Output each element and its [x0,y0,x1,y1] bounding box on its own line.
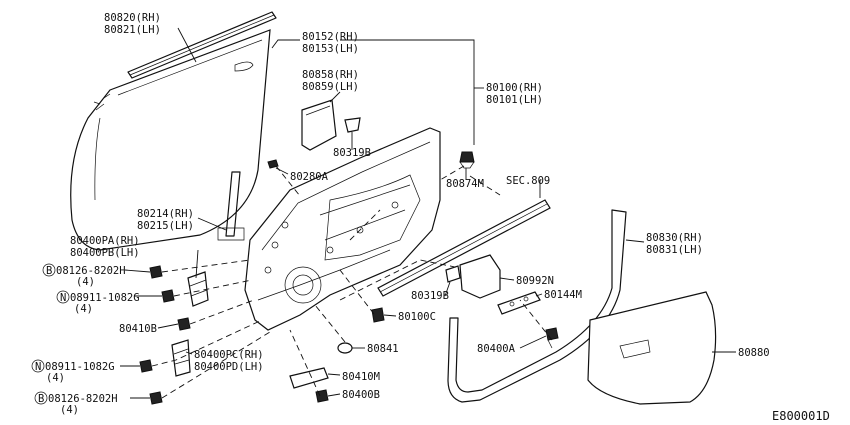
assembly-dashes [151,165,553,399]
label-80992n: 80992N [516,275,554,287]
label-80880: 80880 [738,347,770,359]
symbol-markers [31,263,70,405]
hinge-upper [187,271,209,307]
symbol-n-lower: N [35,361,41,373]
symbol-b-lower: B [38,393,44,405]
label-nut-08911-upper-qty: (4) [74,303,93,315]
mirror-bracket [301,99,337,151]
diagram-code: E800001D [772,409,830,423]
hardware-left [139,265,191,405]
label-80319b-top: 80319B [333,147,371,159]
label-sec809: SEC.809 [506,175,550,187]
label-80410m: 80410M [342,371,380,383]
label-80400pa: 80400PA(RH) [70,235,140,247]
door-trim-panel [587,291,717,405]
label-80858: 80858(RH) [302,69,359,81]
label-80821: 80821(LH) [104,24,161,36]
label-bolt-08126-upper: 08126-8202H [56,265,126,277]
window-guide [217,171,245,241]
belt-weatherstrip [377,199,551,297]
label-80152: 80152(RH) [302,31,359,43]
label-80859: 80859(LH) [302,81,359,93]
symbol-b-upper: B [46,265,52,277]
label-80214: 80214(RH) [137,208,194,220]
label-80820: 80820(RH) [104,12,161,24]
label-80400pb: 80400PB(LH) [70,247,140,259]
screw-80280a [267,159,279,169]
label-80153: 80153(LH) [302,43,359,55]
plug-80841 [337,342,353,354]
label-80400pd: 80400PD(LH) [194,361,264,373]
labels: 80820(RH) 80821(LH) 80152(RH) 80153(LH) … [35,12,830,423]
label-80101: 80101(LH) [486,94,543,106]
label-80319b-mid: 80319B [411,290,449,302]
bracket-80144m [497,291,541,315]
label-80400b: 80400B [342,389,380,401]
label-80410b: 80410B [119,323,157,335]
label-bolt-08126-lower-qty: (4) [60,404,79,416]
label-80100c: 80100C [398,311,436,323]
clip-80319b-top [344,117,361,133]
label-80144m: 80144M [544,289,582,301]
label-80100: 80100(RH) [486,82,543,94]
label-bolt-08126-lower: 08126-8202H [48,393,118,405]
label-nut-08911-lower-qty: (4) [46,372,65,384]
symbol-n-upper: N [60,292,66,304]
check-link [289,367,329,403]
label-nut-08911-lower: 08911-1082G [45,361,115,373]
label-80400a: 80400A [477,343,516,355]
door-inner-frame [244,127,441,331]
bracket-80992n [445,254,501,299]
label-80400pc: 80400PC(RH) [194,349,264,361]
label-80841: 80841 [367,343,399,355]
outer-weatherstrip [127,11,277,79]
nut-80100c [371,307,385,323]
bolt-80400a [545,327,559,349]
outer-door-panel [70,29,271,251]
grommet-80874m [459,151,475,169]
leader-lines [120,27,736,399]
label-bolt-08126-upper-qty: (4) [76,276,95,288]
label-80215: 80215(LH) [137,220,194,232]
label-80874m: 80874M [446,178,484,190]
label-80280a: 80280A [290,171,329,183]
label-80830: 80830(RH) [646,232,703,244]
label-nut-08911-upper: 08911-1082G [70,292,140,304]
label-80831: 80831(LH) [646,244,703,256]
